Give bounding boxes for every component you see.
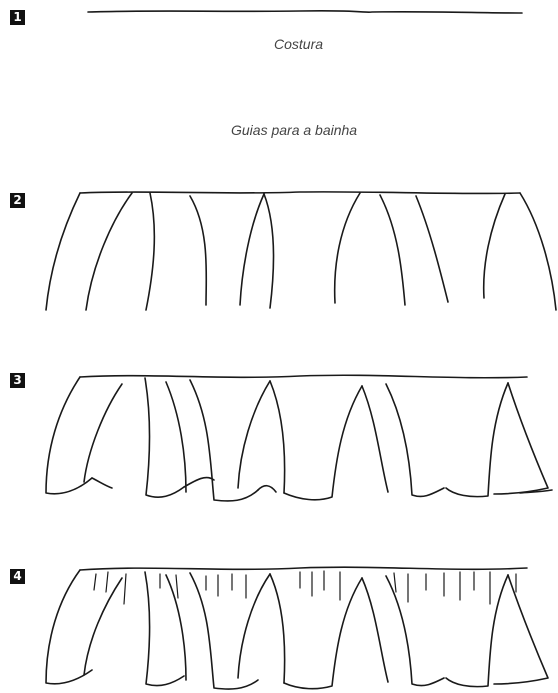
ruffle-step-2 [46, 192, 556, 310]
seam-line [88, 11, 522, 13]
gather-marks [94, 571, 516, 604]
ruffle-step-3 [46, 375, 552, 501]
ruffle-step-4 [46, 567, 548, 689]
